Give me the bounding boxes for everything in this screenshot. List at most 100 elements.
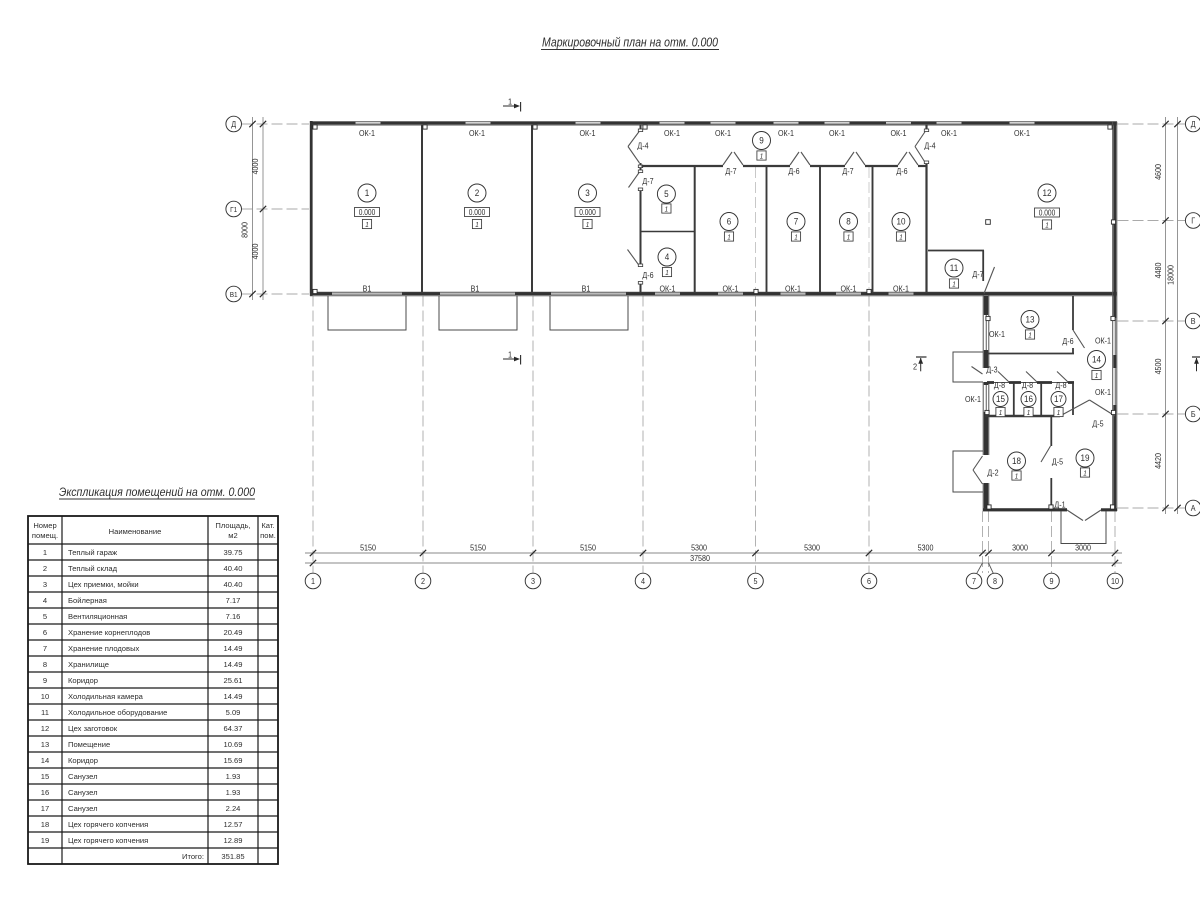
svg-text:1.93: 1.93 [226, 772, 241, 781]
svg-text:1: 1 [311, 576, 315, 586]
svg-text:м2: м2 [228, 531, 237, 540]
svg-text:Д-6: Д-6 [896, 166, 908, 176]
svg-text:Теплый гараж: Теплый гараж [68, 548, 118, 557]
svg-text:40.40: 40.40 [223, 580, 242, 589]
svg-text:ОК-1: ОК-1 [890, 128, 907, 138]
svg-text:Д-7: Д-7 [972, 269, 984, 279]
svg-text:2.24: 2.24 [226, 804, 241, 813]
svg-text:4500: 4500 [1153, 358, 1163, 374]
svg-text:1: 1 [586, 222, 590, 229]
svg-text:Номер: Номер [33, 521, 56, 530]
svg-text:Бойлерная: Бойлерная [68, 596, 107, 605]
svg-text:10: 10 [1111, 576, 1120, 586]
svg-text:0.000: 0.000 [1039, 208, 1056, 218]
svg-text:14.49: 14.49 [223, 660, 242, 669]
svg-text:1: 1 [1045, 222, 1049, 229]
svg-text:4: 4 [641, 576, 646, 586]
svg-text:ОК-1: ОК-1 [1095, 387, 1112, 397]
svg-text:Хранение корнеплодов: Хранение корнеплодов [68, 628, 150, 637]
svg-text:5150: 5150 [360, 543, 376, 553]
svg-text:Б: Б [1191, 409, 1196, 419]
svg-text:ОК-1: ОК-1 [722, 284, 739, 294]
svg-text:11: 11 [950, 263, 959, 274]
svg-text:Холодильное оборудование: Холодильное оборудование [68, 708, 167, 717]
svg-text:8: 8 [993, 576, 998, 586]
svg-text:Д-8: Д-8 [1022, 380, 1034, 390]
svg-text:10.69: 10.69 [223, 740, 242, 749]
svg-text:Экспликация помещений на отм.: Экспликация помещений на отм. 0.000 [59, 487, 256, 499]
svg-text:12: 12 [41, 724, 49, 733]
svg-text:Д-2: Д-2 [987, 468, 999, 478]
svg-text:40.40: 40.40 [223, 564, 242, 573]
svg-text:7.16: 7.16 [226, 612, 241, 621]
svg-text:14: 14 [1092, 354, 1101, 365]
svg-text:5300: 5300 [691, 543, 707, 553]
svg-text:0.000: 0.000 [469, 207, 486, 217]
svg-text:6: 6 [43, 628, 47, 637]
svg-text:14.49: 14.49 [223, 644, 242, 653]
svg-text:ОК-1: ОК-1 [893, 284, 910, 294]
svg-text:10: 10 [41, 692, 49, 701]
svg-text:Д-4: Д-4 [924, 141, 936, 151]
svg-text:7.17: 7.17 [226, 596, 241, 605]
svg-text:2: 2 [475, 188, 480, 199]
svg-text:1: 1 [899, 234, 903, 241]
svg-text:ОК-1: ОК-1 [840, 284, 857, 294]
svg-text:3: 3 [585, 188, 590, 199]
svg-text:19: 19 [41, 836, 49, 845]
svg-text:9: 9 [43, 676, 47, 685]
svg-text:5300: 5300 [804, 543, 820, 553]
svg-text:9: 9 [1049, 576, 1053, 586]
svg-text:1.93: 1.93 [226, 788, 241, 797]
svg-text:Д-7: Д-7 [842, 166, 854, 176]
svg-text:В1: В1 [230, 292, 238, 300]
svg-text:1: 1 [1095, 373, 1099, 380]
svg-text:12.57: 12.57 [223, 820, 242, 829]
svg-text:Санузел: Санузел [68, 788, 98, 797]
svg-text:1: 1 [1028, 332, 1032, 339]
svg-text:19: 19 [1080, 453, 1089, 464]
svg-text:7: 7 [972, 576, 976, 586]
svg-text:1: 1 [1015, 473, 1019, 480]
svg-text:4600: 4600 [1153, 164, 1163, 180]
svg-text:Маркировочный план на отм. 0.0: Маркировочный план на отм. 0.000 [542, 36, 718, 50]
svg-text:3: 3 [531, 576, 536, 586]
svg-text:Д-5: Д-5 [1052, 457, 1064, 467]
svg-text:11: 11 [41, 708, 49, 717]
svg-text:Хранилище: Хранилище [68, 660, 109, 669]
svg-text:351.85: 351.85 [221, 852, 244, 861]
svg-text:1: 1 [665, 270, 669, 277]
svg-text:4000: 4000 [250, 158, 260, 174]
svg-text:2: 2 [421, 576, 425, 586]
svg-text:Санузел: Санузел [68, 804, 98, 813]
svg-text:1: 1 [952, 281, 956, 288]
svg-text:14.49: 14.49 [223, 692, 242, 701]
svg-text:1: 1 [1027, 410, 1031, 417]
svg-text:3: 3 [43, 580, 47, 589]
svg-text:ОК-1: ОК-1 [941, 128, 958, 138]
svg-text:18: 18 [1012, 456, 1021, 467]
svg-text:17: 17 [1054, 394, 1063, 405]
svg-text:ОК-1: ОК-1 [1014, 128, 1031, 138]
svg-text:4420: 4420 [1153, 453, 1163, 469]
svg-text:5150: 5150 [580, 543, 596, 553]
svg-text:Д-8: Д-8 [1055, 380, 1067, 390]
svg-text:17: 17 [41, 804, 49, 813]
svg-text:1: 1 [760, 153, 764, 160]
svg-text:4480: 4480 [1153, 262, 1163, 278]
svg-text:10: 10 [896, 216, 905, 227]
svg-text:7: 7 [43, 644, 47, 653]
svg-text:3000: 3000 [1012, 543, 1028, 553]
svg-text:Цех горячего копчения: Цех горячего копчения [68, 820, 148, 829]
svg-text:6: 6 [867, 576, 872, 586]
svg-text:64.37: 64.37 [223, 724, 242, 733]
svg-text:1: 1 [365, 188, 370, 199]
svg-text:12: 12 [1042, 188, 1051, 199]
svg-text:ОК-1: ОК-1 [659, 284, 676, 294]
svg-text:9: 9 [759, 135, 764, 146]
svg-text:Г1: Г1 [230, 207, 237, 215]
svg-text:6: 6 [727, 216, 732, 227]
svg-text:В1: В1 [582, 284, 591, 294]
svg-text:1: 1 [475, 222, 479, 229]
svg-text:Д: Д [231, 119, 236, 129]
